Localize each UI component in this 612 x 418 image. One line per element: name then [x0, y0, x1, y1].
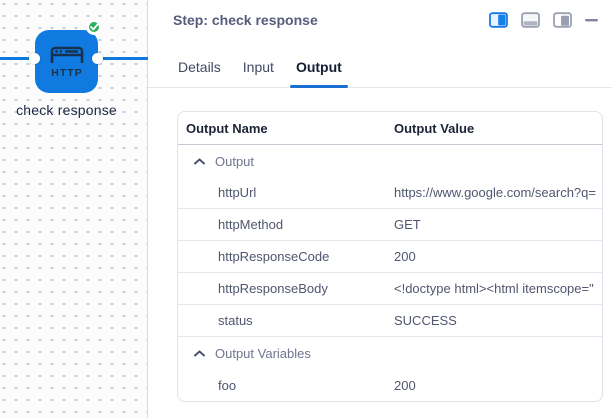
- minimize-icon[interactable]: [585, 12, 598, 28]
- table-row-foo: foo 200: [178, 369, 602, 401]
- output-value: 200: [394, 377, 416, 393]
- check-circle-icon: [86, 19, 102, 35]
- output-name: status: [218, 313, 253, 328]
- table-row-httpResponseBody: httpResponseBody <!doctype html><html it…: [178, 273, 602, 305]
- group-row-output: Output: [178, 145, 602, 177]
- panel-layout-controls: [489, 12, 598, 28]
- group-row-output-variables: Output Variables: [178, 337, 602, 369]
- table-row-httpMethod: httpMethod GET: [178, 209, 602, 241]
- output-name: httpResponseCode: [218, 249, 330, 264]
- output-value: <!doctype html><html itemscope=": [394, 281, 594, 296]
- column-output-value: Output Value: [394, 120, 475, 136]
- output-name: httpResponseBody: [218, 281, 328, 296]
- chevron-up-icon[interactable]: [194, 157, 205, 165]
- outgoing-edge: [98, 57, 148, 60]
- table-row-httpResponseCode: httpResponseCode 200: [178, 241, 602, 273]
- http-node[interactable]: HTTP: [35, 30, 98, 93]
- output-name: httpMethod: [218, 217, 284, 232]
- step-properties-panel: Step: check response: [148, 0, 612, 418]
- chevron-up-icon[interactable]: [194, 349, 205, 357]
- svg-text:HTTP: HTTP: [51, 67, 82, 79]
- output-value: 200: [394, 249, 416, 264]
- incoming-edge: [0, 57, 35, 60]
- group-label: Output Variables: [215, 345, 311, 361]
- tab-details[interactable]: Details: [178, 59, 221, 75]
- output-name: foo: [218, 377, 237, 393]
- dock-bottom-icon[interactable]: [521, 12, 540, 28]
- group-label: Output: [215, 153, 255, 169]
- dock-float-icon[interactable]: [553, 12, 572, 28]
- output-table: Output Name Output Value Output httpUrl …: [177, 111, 603, 402]
- panel-title: Step: check response: [173, 12, 318, 28]
- table-row-httpUrl: httpUrl https://www.google.com/search?q=: [178, 177, 602, 209]
- table-row-status: status SUCCESS: [178, 305, 602, 337]
- output-name: httpUrl: [218, 185, 257, 200]
- column-output-name: Output Name: [186, 120, 268, 136]
- tab-input[interactable]: Input: [242, 59, 274, 75]
- output-value: SUCCESS: [394, 313, 457, 328]
- node-input-port[interactable]: [29, 53, 40, 64]
- tab-output[interactable]: Output: [289, 59, 348, 88]
- workflow-canvas[interactable]: HTTP check response: [0, 0, 148, 418]
- panel-header: Step: check response: [148, 0, 612, 28]
- panel-tabs: Details Input Output: [148, 59, 612, 88]
- node-label: check response: [16, 102, 117, 118]
- output-value: GET: [394, 217, 421, 232]
- dock-right-icon[interactable]: [489, 12, 508, 28]
- node-output-port[interactable]: [92, 53, 103, 64]
- browser-http-icon: HTTP: [50, 46, 83, 79]
- output-value: https://www.google.com/search?q=: [394, 185, 596, 200]
- table-header-row: Output Name Output Value: [178, 112, 602, 145]
